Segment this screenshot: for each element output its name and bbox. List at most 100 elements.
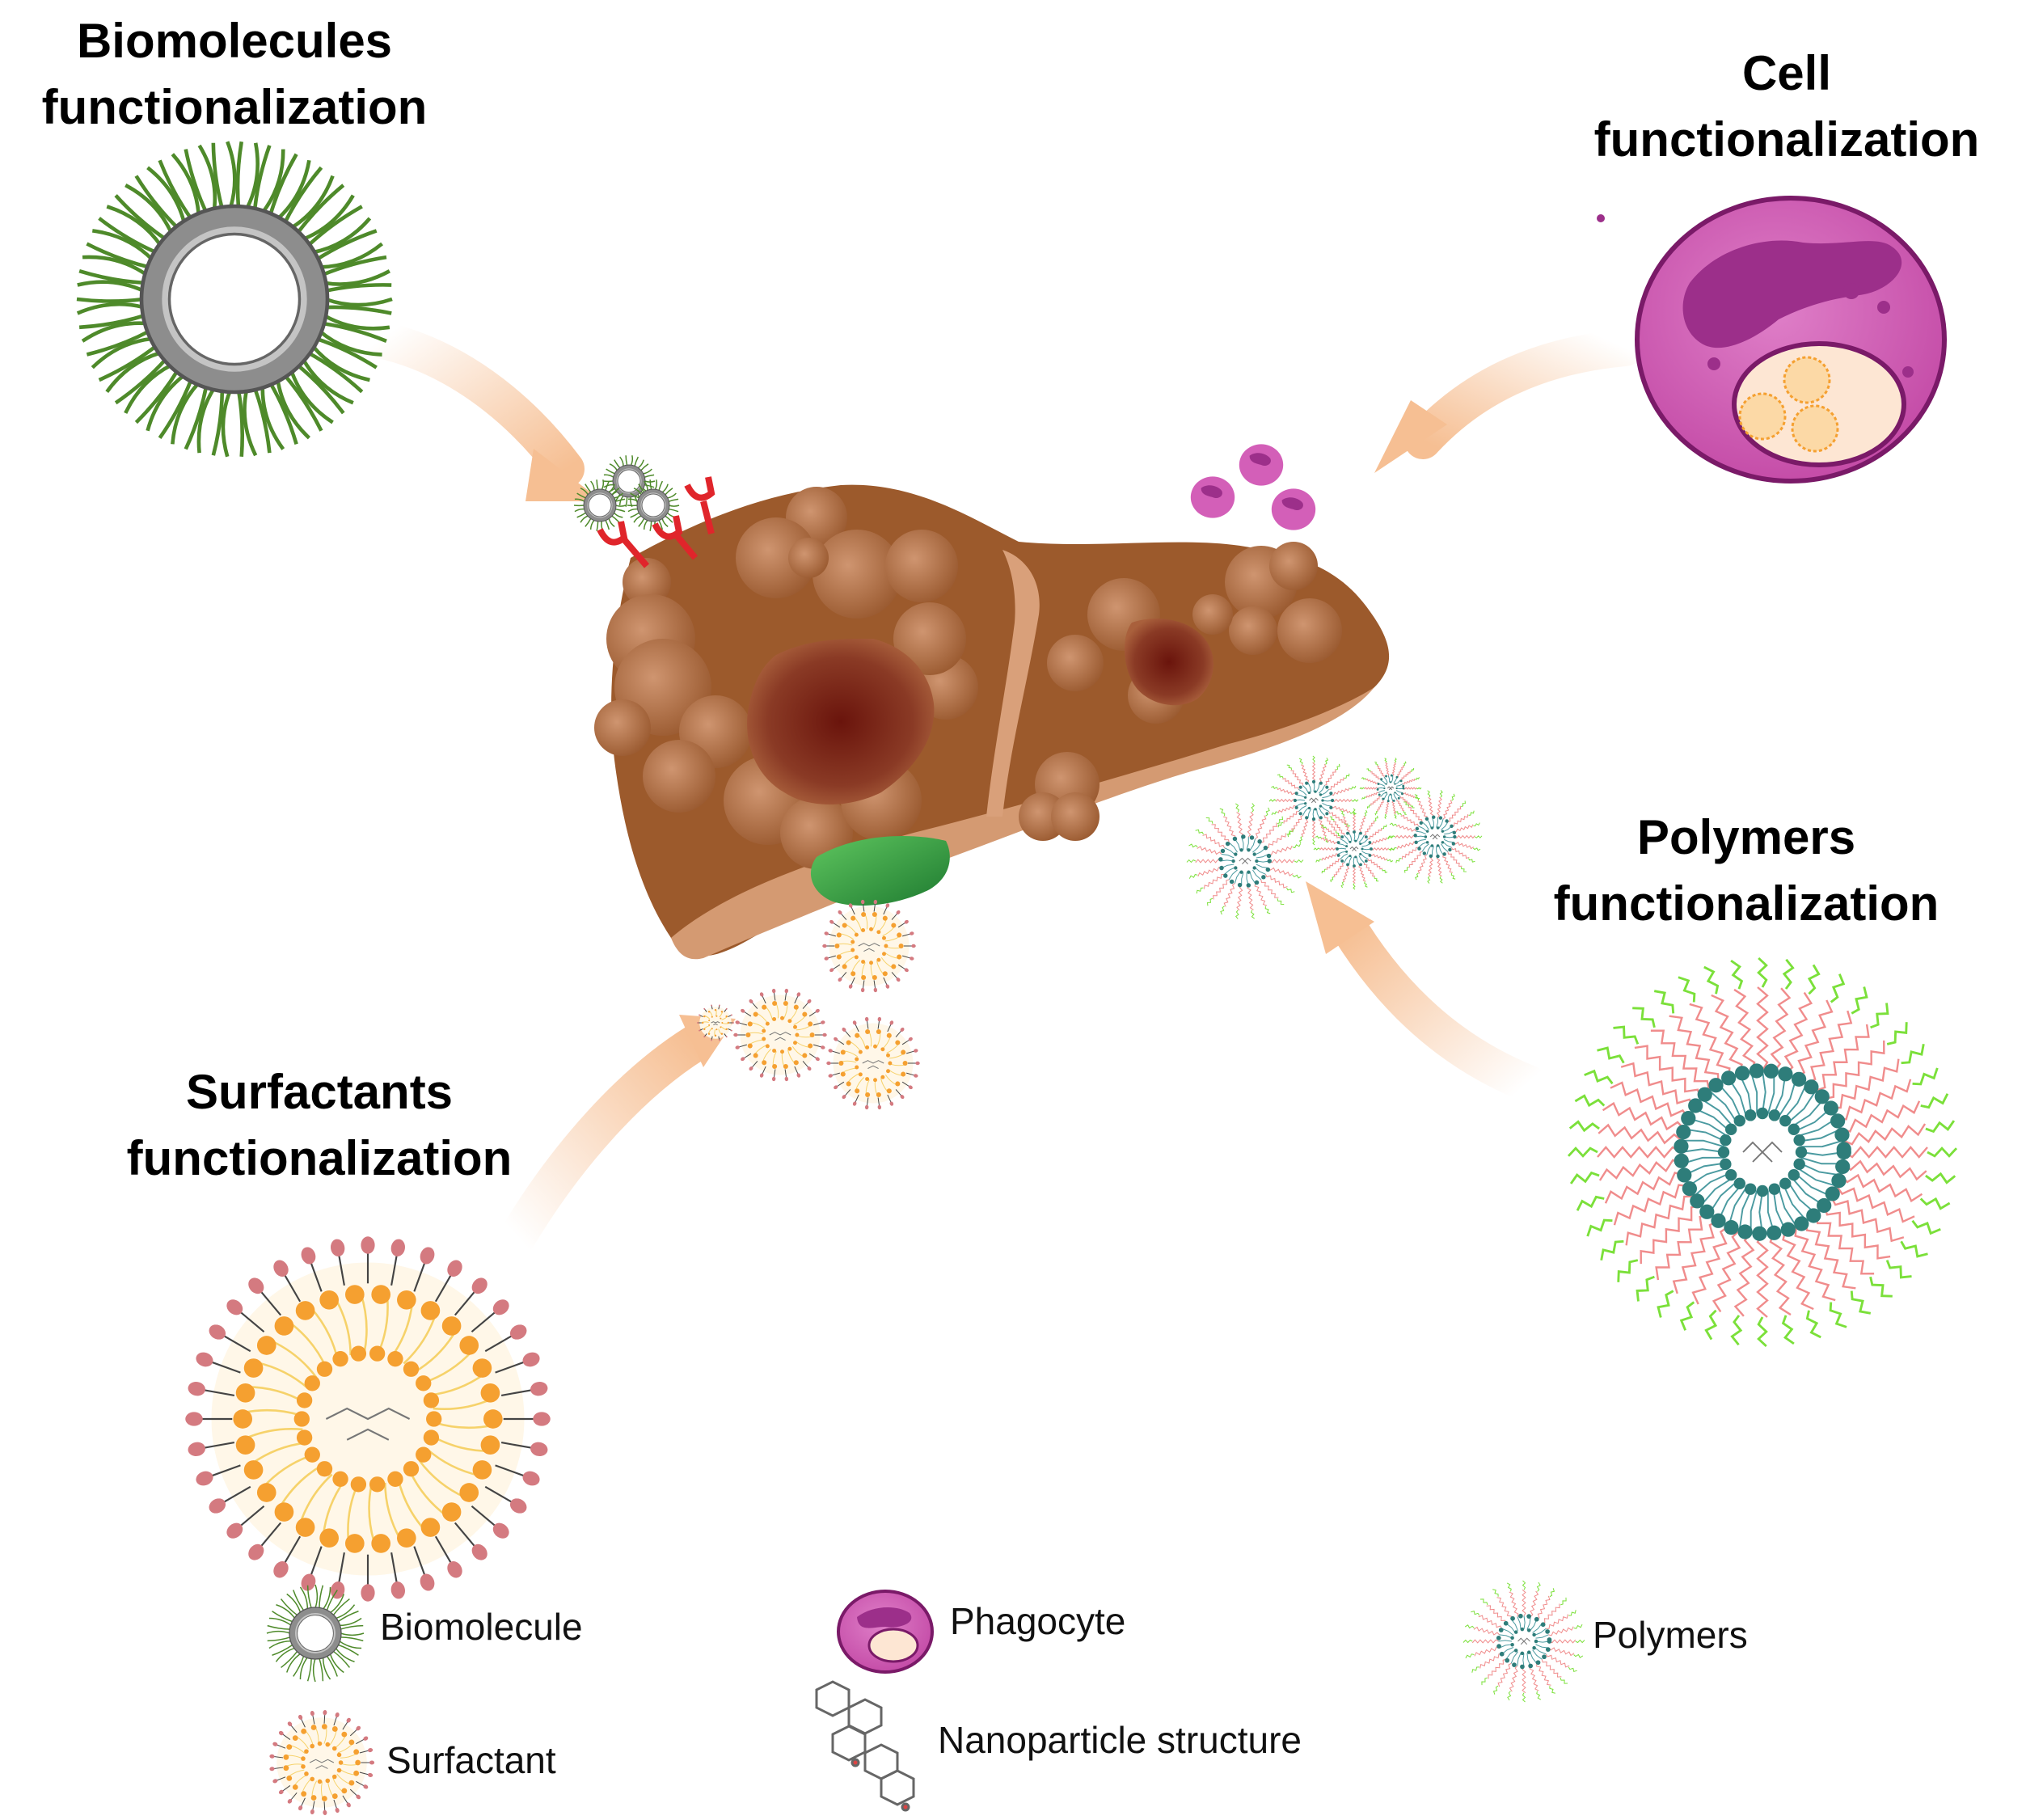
fiber	[640, 463, 649, 471]
fiber	[312, 217, 372, 255]
fiber	[245, 142, 260, 210]
fiber	[611, 515, 620, 523]
fiber	[124, 363, 173, 414]
fiber	[625, 496, 628, 507]
fiber	[146, 374, 186, 432]
title-biomolecules-line2: functionalization	[41, 80, 428, 134]
fiber	[634, 456, 639, 467]
receptors	[597, 476, 715, 568]
fiber	[268, 382, 298, 445]
phagocyte-cell-illustration	[1597, 196, 1947, 484]
fiber	[315, 229, 378, 262]
title-polymers-line1: Polymers	[1636, 810, 1856, 864]
fiber	[280, 1598, 298, 1616]
fiber	[329, 1594, 344, 1614]
legend-polymers-icon	[1463, 1580, 1585, 1703]
fiber	[78, 268, 146, 285]
arrow-surfactants	[499, 1015, 736, 1256]
fiber	[324, 283, 392, 293]
fiber	[252, 387, 272, 454]
fiber	[81, 321, 147, 343]
fiber	[114, 194, 167, 241]
fiber	[82, 255, 148, 277]
fiber	[325, 305, 392, 315]
fiber	[668, 498, 679, 503]
legend-nanoparticle-structure-icon	[815, 1680, 915, 1812]
fiber	[329, 1653, 344, 1674]
fiber	[606, 468, 615, 475]
fiber	[299, 1657, 308, 1680]
fiber	[252, 145, 272, 211]
legend-phagocyte-icon	[837, 1590, 934, 1674]
fiber	[323, 269, 390, 286]
fiber	[197, 144, 217, 211]
fiber	[619, 456, 624, 467]
fiber	[643, 519, 648, 530]
fiber	[196, 386, 216, 454]
fiber	[301, 358, 354, 405]
legend-label-polymers: Polymers	[1593, 1614, 1748, 1656]
fiber	[283, 166, 323, 224]
fiber	[576, 492, 586, 499]
legend-biomolecule-icon	[266, 1584, 365, 1683]
fiber	[267, 1636, 291, 1642]
fiber	[134, 369, 179, 424]
phagocyte-cluster	[1190, 444, 1316, 530]
polymer-micelle-illustration	[1567, 956, 1958, 1348]
fiber	[319, 1585, 324, 1609]
fiber	[589, 519, 595, 530]
fiber	[605, 519, 610, 530]
fiber	[125, 184, 174, 234]
fiber	[268, 1640, 292, 1649]
tumor-large	[747, 639, 935, 804]
fiber	[644, 484, 655, 488]
fiber	[286, 1653, 302, 1673]
fiber	[332, 1598, 350, 1616]
fiber	[306, 1657, 312, 1682]
fiber	[627, 508, 639, 513]
fiber	[661, 484, 669, 493]
fiber	[614, 498, 626, 503]
fiber	[638, 484, 645, 493]
fiber	[585, 517, 592, 527]
fiber	[315, 336, 378, 369]
fiber	[326, 1590, 338, 1611]
fiber	[307, 351, 364, 394]
fiber	[630, 455, 634, 466]
fiber	[603, 474, 614, 478]
fiber	[321, 255, 387, 277]
title-biomolecules-line1: Biomolecules	[76, 14, 393, 68]
fiber	[281, 1650, 298, 1669]
fiber	[339, 1641, 362, 1649]
legend-label-surfactant: Surfactant	[386, 1739, 556, 1781]
fiber	[260, 386, 285, 450]
fiber	[585, 484, 592, 493]
fiber	[211, 142, 225, 209]
fiber	[637, 459, 644, 469]
fiber	[299, 1586, 309, 1610]
fiber	[268, 153, 298, 217]
fiber	[644, 480, 648, 491]
fiber	[306, 1585, 312, 1609]
fiber	[272, 1611, 293, 1623]
fiber	[290, 175, 335, 230]
title-biomolecules: Biomolecules functionalization	[16, 8, 453, 141]
fiber	[134, 175, 179, 230]
targeting-biomolecule-particles	[573, 455, 680, 532]
fiber	[226, 141, 237, 209]
fiber	[340, 1624, 364, 1630]
liver-nodules	[594, 487, 1342, 869]
fiber	[78, 313, 146, 330]
fiber	[576, 512, 587, 518]
fiber	[276, 1604, 296, 1619]
title-polymers: Polymers functionalization	[1528, 804, 1965, 937]
arrow-biomolecules	[361, 321, 602, 501]
fiber	[658, 480, 664, 491]
fiber	[605, 480, 610, 491]
fiber	[337, 1611, 359, 1623]
fiber	[668, 508, 679, 513]
fiber	[286, 1593, 302, 1613]
fiber	[336, 1604, 356, 1619]
fiber	[211, 389, 225, 456]
